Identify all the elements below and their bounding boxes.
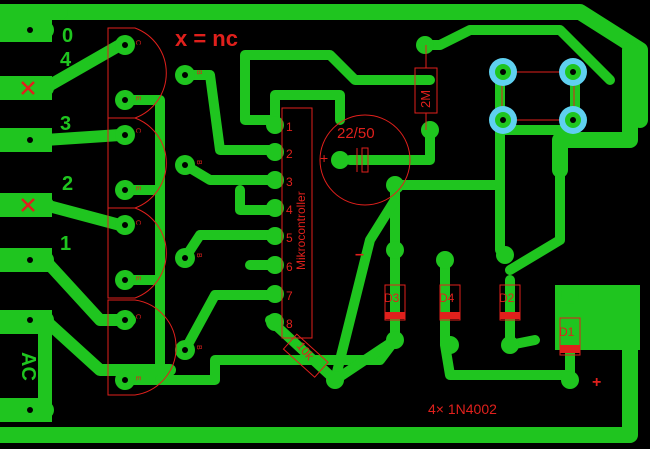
transistor-pin-letters: C B E C B E C B E C B E: [134, 40, 202, 381]
connector-pad-ac2: [0, 398, 52, 422]
resistor-10k-pad: [326, 371, 344, 389]
output-plus-sign: +: [592, 374, 601, 391]
svg-text:E: E: [134, 96, 141, 101]
ic-pin-7: 7: [286, 289, 293, 303]
diode-d3-label: D3: [384, 291, 400, 305]
ic-pin-1: 1: [286, 120, 293, 134]
connector-label-0: 0: [62, 25, 73, 47]
connector-label-2: 2: [62, 173, 73, 195]
svg-text:C: C: [134, 314, 141, 319]
connector-holes: [27, 27, 33, 413]
svg-text:B: B: [195, 253, 202, 258]
resistor-2m-pad-bottom: [421, 121, 439, 139]
diode-d2-label: D2: [499, 291, 515, 305]
capacitor-plus-sign: +: [320, 150, 328, 166]
ic-pads: [266, 116, 284, 331]
connector-pad-1: [0, 248, 52, 272]
connector-pad-ac1: [0, 310, 52, 334]
svg-text:E: E: [134, 376, 141, 381]
ic-pin-6: 6: [286, 260, 293, 274]
connector-pad-2: [0, 193, 52, 217]
d2-pad-bottom: [501, 336, 519, 354]
diode-d3-body: [384, 284, 406, 321]
ic-name-label: Mikrocontroller: [294, 191, 308, 270]
minus-sign: –: [355, 246, 364, 263]
d3-pad-top: [386, 241, 404, 259]
ic-outline: [281, 107, 313, 339]
svg-text:B: B: [195, 70, 202, 75]
d4-pad-top: [436, 251, 454, 269]
diode-note: 4× 1N4002: [428, 401, 497, 417]
capacitor-label: 22/50: [337, 125, 375, 142]
diode-d1-body: [559, 317, 581, 356]
svg-text:C: C: [134, 40, 141, 45]
svg-text:B: B: [195, 345, 202, 350]
capacitor-outline: [319, 114, 411, 206]
connector-label-ac: AC: [17, 352, 39, 381]
svg-text:E: E: [134, 276, 141, 281]
d1-pad-bottom: [561, 371, 579, 389]
transistor-outline-3: [107, 207, 167, 299]
d4-pad-bottom: [441, 336, 459, 354]
ic-pin-4: 4: [286, 203, 293, 217]
cap-pad-plus: [331, 151, 349, 169]
nc-marker-2: [21, 198, 35, 212]
connector-label-1: 1: [60, 233, 71, 255]
d2-pad-top: [496, 246, 514, 264]
silkscreen: [21, 27, 581, 396]
diode-d4-label: D4: [439, 291, 455, 305]
resistor-10k-body: [282, 333, 329, 378]
nc-marker-4: [21, 81, 35, 95]
connector-label-3: 3: [60, 113, 71, 135]
connector-pad-0: [0, 18, 52, 42]
diode-d4-body: [439, 284, 461, 321]
connector-label-4: 4: [60, 49, 72, 71]
transistor-pads: [115, 35, 195, 390]
transistor-outline-4: [107, 299, 177, 396]
diode-d1-label: D1: [559, 325, 575, 339]
transistor-outline-2: [107, 117, 167, 209]
pads: [0, 18, 579, 422]
ic-pin-3: 3: [286, 175, 293, 189]
ic-pin-5: 5: [286, 231, 293, 245]
connector-pad-4: [0, 76, 52, 100]
connector-pad-3: [0, 128, 52, 152]
transistor-outline-1: [107, 27, 167, 119]
ic-pin-2: 2: [286, 147, 293, 161]
d3-pad-bottom: [386, 331, 404, 349]
svg-text:C: C: [134, 220, 141, 225]
text-labels: 0 4 3 2 1 AC x = nc 22/50 + 2M 10k Mikro…: [17, 25, 601, 417]
diode-d2-body: [499, 284, 521, 321]
resistor-2m-label: 2M: [418, 90, 433, 108]
d1-pad-top: [561, 286, 579, 304]
cap-pad-minus: [386, 176, 404, 194]
resistor-2m-pad-top: [416, 36, 434, 54]
svg-text:C: C: [134, 128, 141, 133]
svg-text:B: B: [195, 160, 202, 165]
header-block: [489, 58, 587, 134]
svg-text:E: E: [134, 186, 141, 191]
ic-pin-8: 8: [286, 317, 293, 331]
nc-note: x = nc: [175, 26, 238, 51]
